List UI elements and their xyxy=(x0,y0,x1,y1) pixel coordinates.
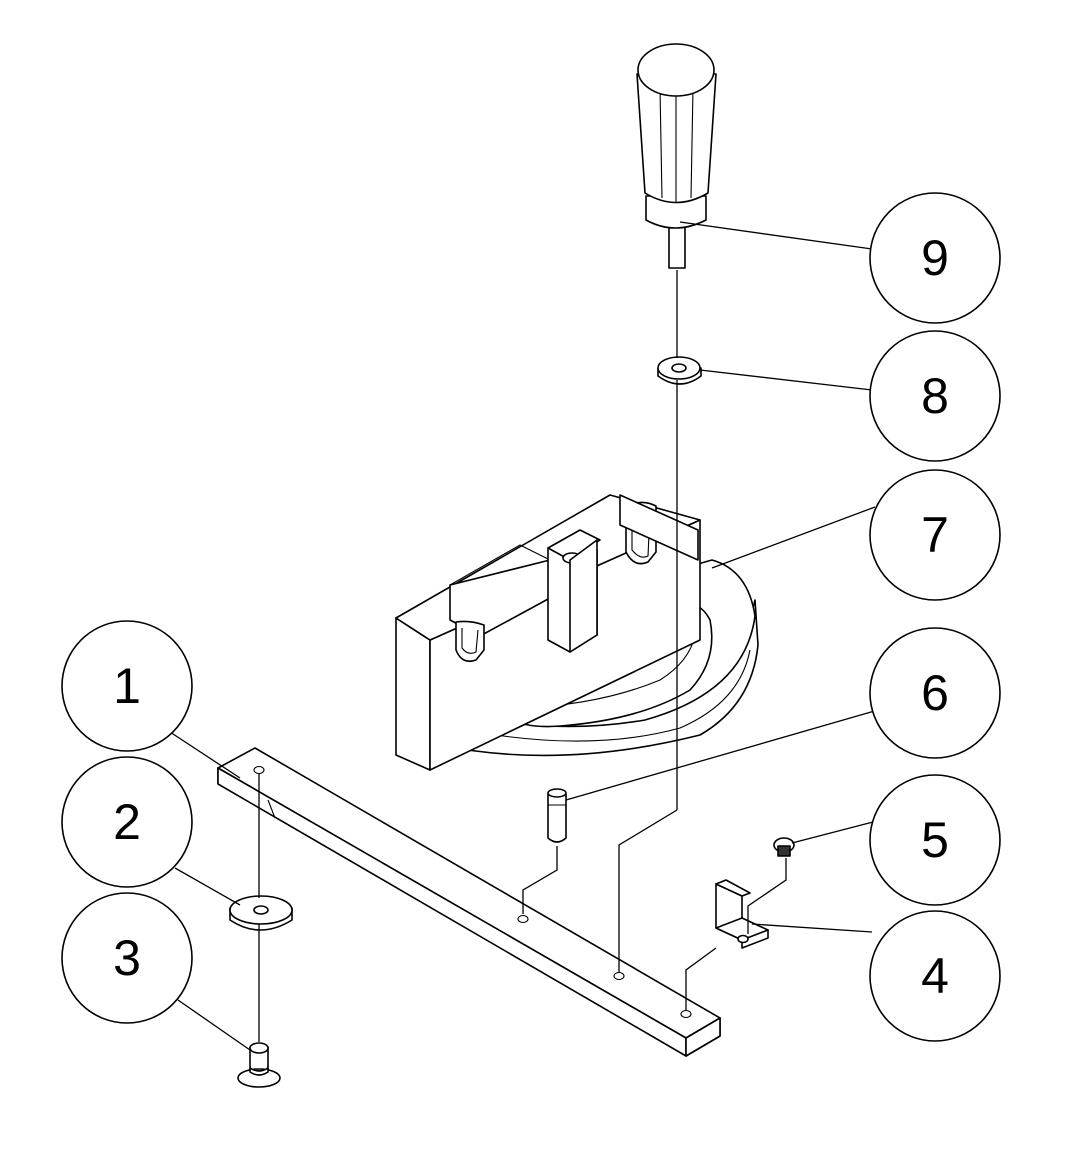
callout-number-1: 1 xyxy=(113,658,141,714)
washer-part-8 xyxy=(657,356,702,385)
screw-part-3 xyxy=(237,1042,281,1088)
callout-balloon-5: 5 xyxy=(869,774,1001,906)
callout-number-4: 4 xyxy=(921,948,949,1004)
callout-balloon-8: 8 xyxy=(869,330,1001,462)
balloon-leaders xyxy=(169,221,879,1051)
callout-balloon-1: 1 xyxy=(61,620,193,752)
callout-balloon-6: 6 xyxy=(869,627,1001,759)
pin-part xyxy=(547,788,567,843)
callout-balloon-4: 4 xyxy=(869,910,1001,1042)
handle-knob-part xyxy=(636,43,717,269)
callout-balloon-9: 9 xyxy=(869,192,1001,324)
callout-number-7: 7 xyxy=(921,507,949,563)
bracket-part-4 xyxy=(715,879,769,949)
callout-number-9: 9 xyxy=(921,230,949,286)
callout-number-3: 3 xyxy=(113,930,141,986)
callout-number-5: 5 xyxy=(921,812,949,868)
assembly-lines xyxy=(258,270,787,1042)
callout-number-8: 8 xyxy=(921,368,949,424)
spacer-part-2 xyxy=(229,895,293,931)
callout-number-2: 2 xyxy=(113,794,141,850)
callout-number-6: 6 xyxy=(921,665,949,721)
screw-part-5 xyxy=(773,837,795,857)
miter-gauge-body-part xyxy=(395,494,759,771)
callout-balloon-7: 7 xyxy=(869,469,1001,601)
guide-bar-part xyxy=(217,747,721,1057)
callout-balloon-3: 3 xyxy=(61,892,193,1024)
callout-balloon-2: 2 xyxy=(61,756,193,888)
